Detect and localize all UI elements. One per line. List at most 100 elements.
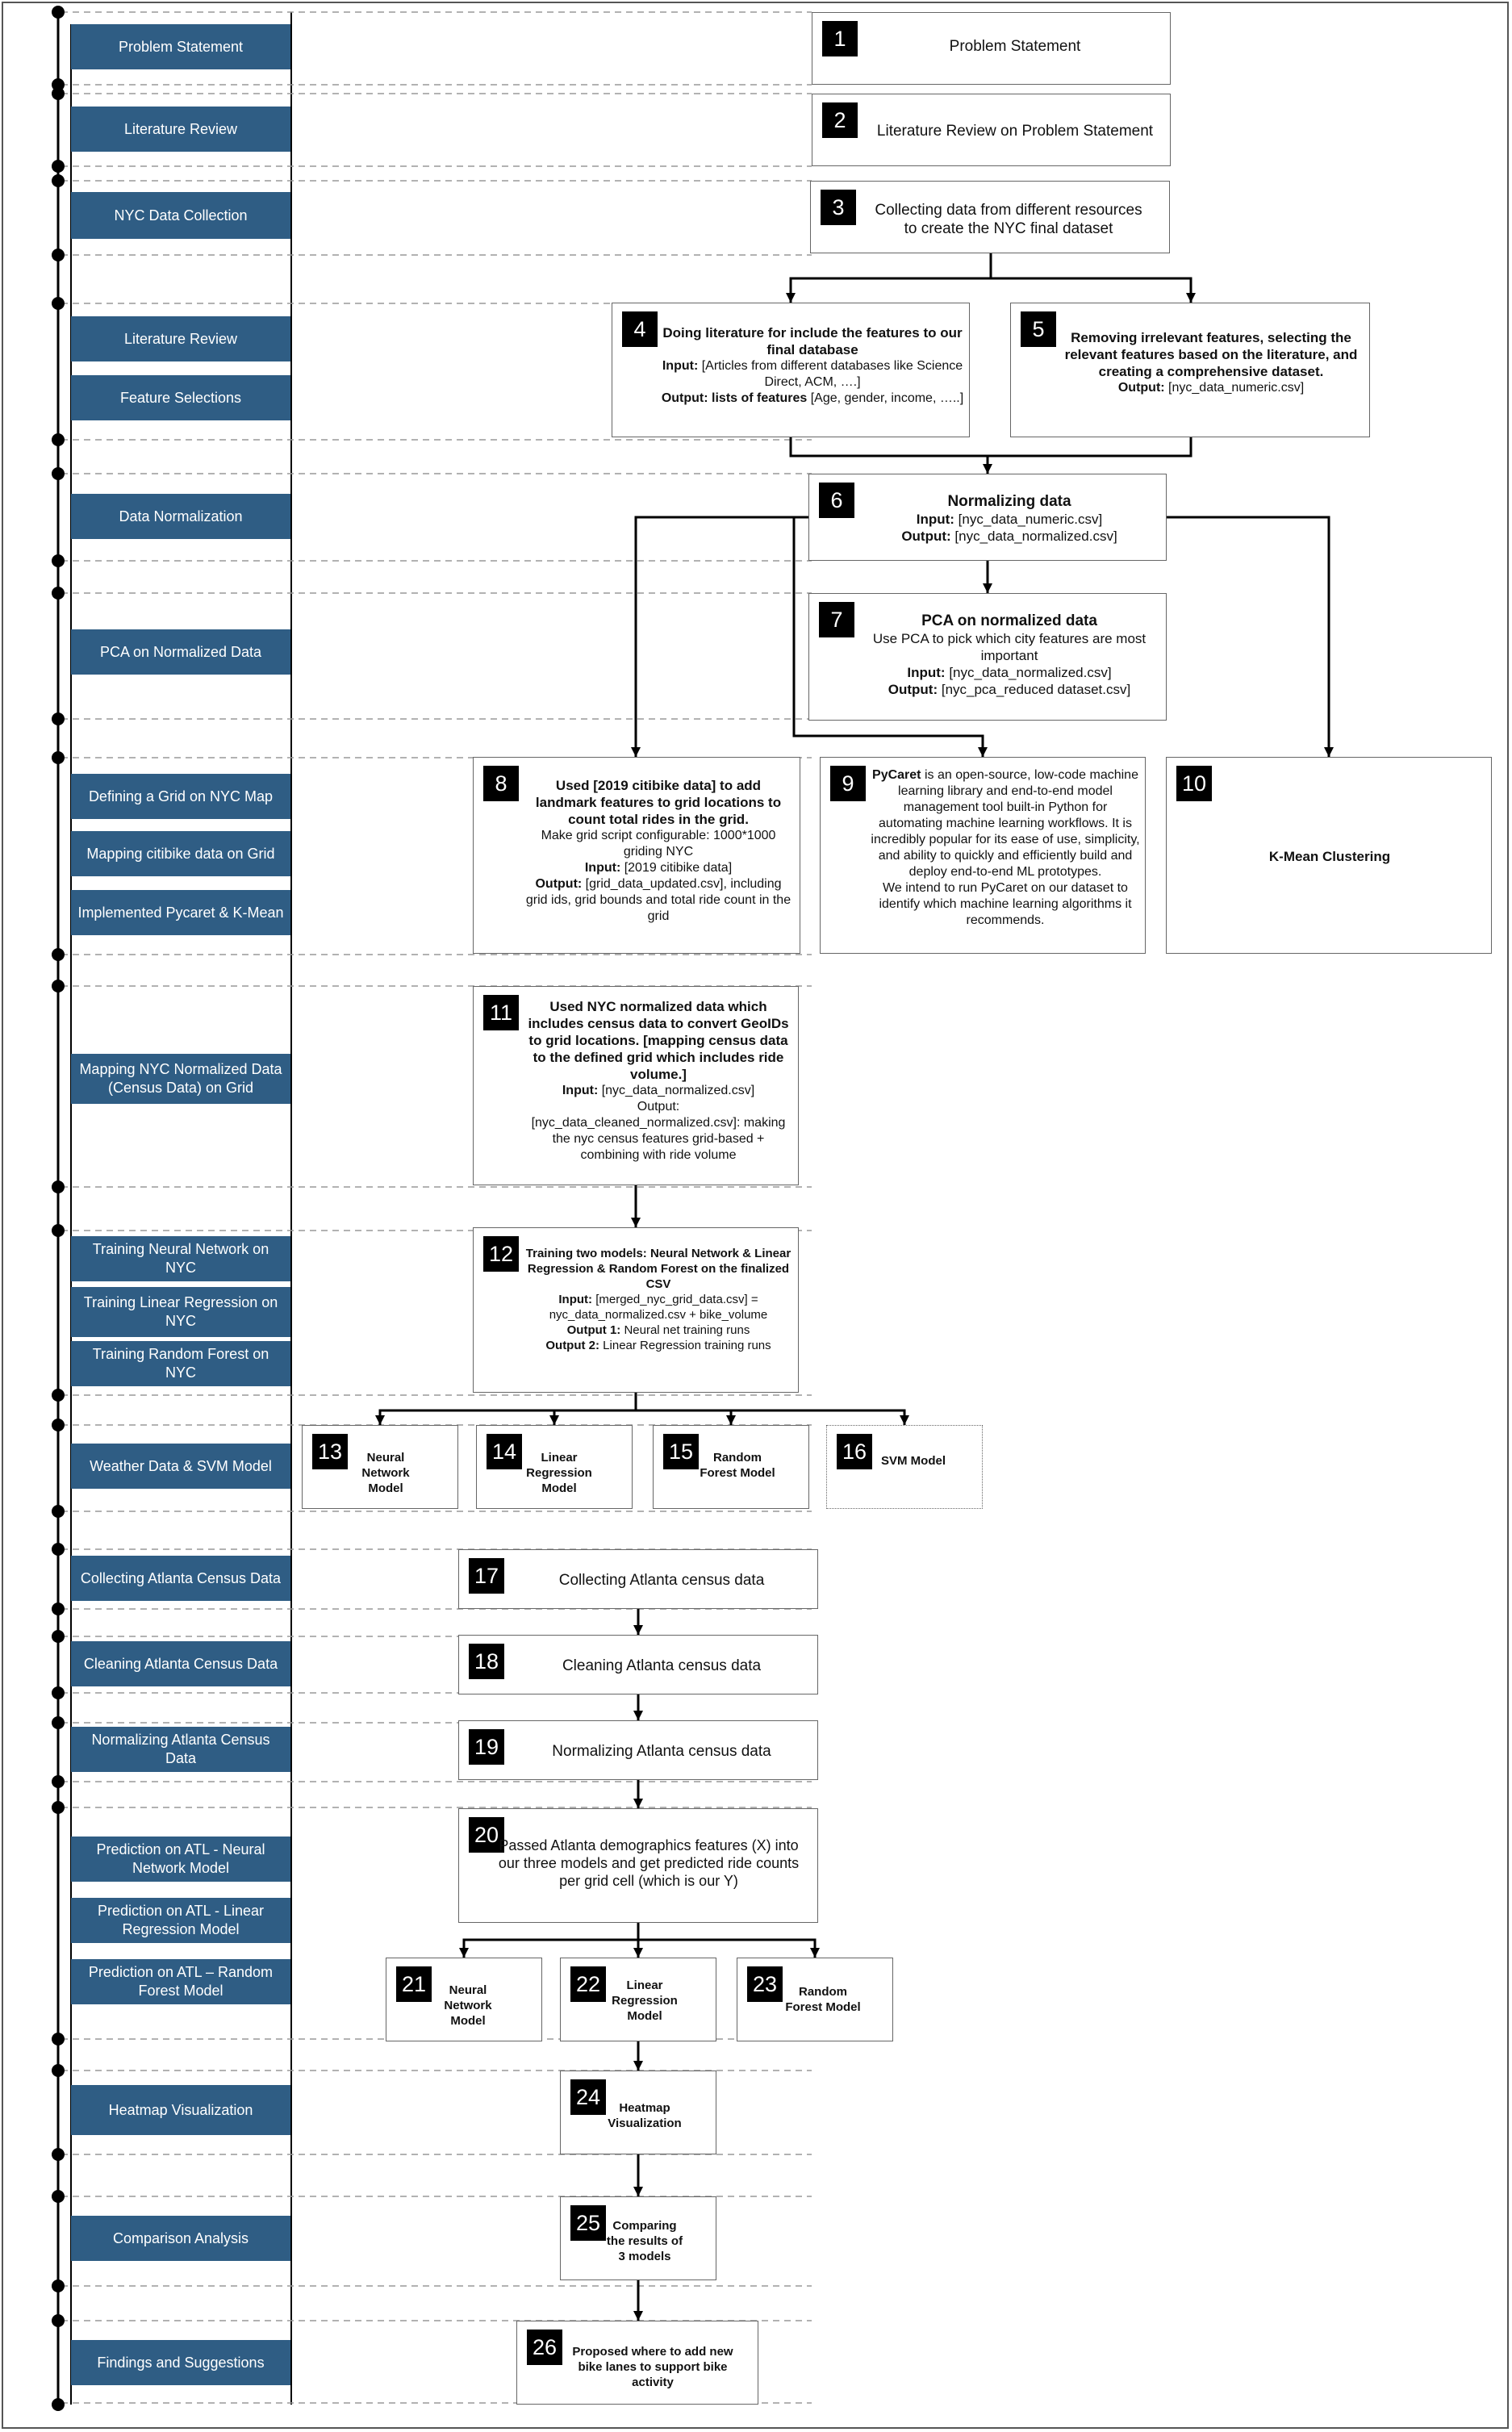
arrowhead xyxy=(459,1948,469,1958)
field-value: [2019 citibike data] xyxy=(620,861,733,875)
flow-connector xyxy=(789,253,992,303)
stage-label-grid: Defining a Grid on NYC Map xyxy=(71,774,290,819)
step-text: Literature Review on Problem Statement xyxy=(866,122,1164,140)
step-text: Passed Atlanta demographics features (X)… xyxy=(491,1837,806,1890)
step-detail-line: Use PCA to pick which city features are … xyxy=(858,630,1161,664)
step-number-badge: 7 xyxy=(819,602,854,637)
arrowhead xyxy=(786,293,796,303)
step-detail-line: Collecting Atlanta census data xyxy=(512,1571,811,1590)
stage-label-trainlr: Training Linear Regression on NYC xyxy=(71,1287,290,1337)
step-title: Neural Network Model xyxy=(444,1983,492,2028)
step-title: Removing irrelevant features, selecting … xyxy=(1064,330,1358,379)
stage-label-litreview1: Literature Review xyxy=(71,107,290,152)
step-detail-line: Output: lists of features [Age, gender, … xyxy=(661,391,964,407)
step-detail-line: [nyc_data_cleaned_normalized.csv]: makin… xyxy=(524,1115,793,1164)
step-number-badge: 21 xyxy=(396,1966,432,2002)
step-text: Used [2019 citibike data] to add landmar… xyxy=(524,777,793,925)
flow-connector xyxy=(1167,516,1330,757)
step-text: Neural Network Model xyxy=(428,1983,507,2029)
step-number-badge: 19 xyxy=(469,1729,504,1765)
arrowhead xyxy=(633,2311,643,2321)
stage-label-litreview2: Literature Review xyxy=(71,316,290,361)
timeline-dot xyxy=(52,980,65,992)
arrowhead xyxy=(633,1711,643,1720)
step-number-badge: 11 xyxy=(483,995,519,1030)
step-box-21: 21 Neural Network Model xyxy=(386,1958,542,2041)
step-number-badge: 4 xyxy=(622,311,658,347)
step-detail-line: Make grid script configurable: 1000*1000… xyxy=(524,828,793,860)
step-number-badge: 22 xyxy=(570,1966,606,2002)
step-text: Doing literature for include the feature… xyxy=(661,324,964,407)
field-label: Input: xyxy=(562,1084,599,1097)
step-text: K-Mean Clustering xyxy=(1199,848,1460,865)
arrowhead xyxy=(726,1415,736,1425)
stage-label-datanorm: Data Normalization xyxy=(71,494,290,539)
step-title: Proposed where to add new bike lanes to … xyxy=(572,2345,733,2389)
step-number-badge: 26 xyxy=(527,2330,562,2365)
arrowhead xyxy=(983,583,992,593)
step-detail-line: to create the NYC final dataset xyxy=(859,219,1158,238)
arrowhead xyxy=(978,747,988,757)
field-label: Input: xyxy=(584,861,621,875)
stage-label-trainnn: Training Neural Network on NYC xyxy=(71,1236,290,1281)
step-detail-line: Input: [merged_nyc_grid_data.csv] = nyc_… xyxy=(525,1292,792,1323)
timeline-dot xyxy=(52,587,65,600)
step-number-badge: 5 xyxy=(1021,311,1056,347)
field-label: Input: xyxy=(907,665,946,680)
arrowhead xyxy=(633,1948,643,1958)
step-number-badge: 14 xyxy=(487,1434,522,1469)
timeline-dot xyxy=(52,1603,65,1615)
step-detail-line: Output: [grid_data_updated.csv], includi… xyxy=(524,876,793,925)
field-value: Collecting data from different resources xyxy=(875,202,1142,219)
step-number-badge: 16 xyxy=(837,1434,872,1469)
step-box-26: 26 Proposed where to add new bike lanes t… xyxy=(516,2321,758,2405)
step-number-badge: 3 xyxy=(821,190,856,225)
step-title: Comparing the results of 3 models xyxy=(606,2219,683,2263)
flow-connector xyxy=(638,1938,817,1958)
step-title: Random Forest Model xyxy=(700,1451,775,1480)
step-title: PCA on normalized data xyxy=(921,612,1097,629)
step-number-badge: 1 xyxy=(822,21,858,56)
arrowhead xyxy=(810,1948,820,1958)
step-number-badge: 23 xyxy=(747,1966,783,2002)
stage-label-atlcollect: Collecting Atlanta Census Data xyxy=(71,1556,290,1601)
field-value: is an open-source, low-code machine lear… xyxy=(871,768,1140,879)
field-value: [nyc_data_numeric.csv] xyxy=(954,512,1103,527)
arrowhead xyxy=(633,1799,643,1808)
step-detail-line: Output: [nyc_data_normalized.csv] xyxy=(858,528,1161,545)
arrowhead xyxy=(633,1625,643,1635)
field-value: Linear Regression training runs xyxy=(599,1339,771,1352)
step-number-badge: 24 xyxy=(570,2079,606,2115)
arrowhead xyxy=(549,1415,559,1425)
timeline-dot xyxy=(52,467,65,480)
step-detail-line: Input: [nyc_data_normalized.csv] xyxy=(524,1083,793,1099)
stage-label-prednn: Prediction on ATL - Neural Network Model xyxy=(71,1837,290,1882)
field-label: Input: xyxy=(662,359,699,373)
timeline-dot xyxy=(52,1801,65,1814)
timeline-dot xyxy=(52,160,65,173)
timeline-dot xyxy=(52,2148,65,2161)
field-value: to create the NYC final dataset xyxy=(904,220,1113,237)
step-number-badge: 2 xyxy=(822,102,858,138)
timeline-dot xyxy=(52,2314,65,2327)
field-label: Output 1: xyxy=(566,1323,621,1337)
timeline-dot xyxy=(52,1775,65,1788)
step-text: Heatmap Visualization xyxy=(604,2100,685,2131)
timeline-dot xyxy=(52,1505,65,1518)
step-detail-line: We intend to run PyCaret on our dataset … xyxy=(871,880,1140,929)
arrowhead xyxy=(375,1415,385,1425)
step-title: Heatmap Visualization xyxy=(608,2101,682,2130)
step-text: Comparing the results of 3 models xyxy=(604,2218,685,2264)
arrowhead xyxy=(983,464,992,474)
flow-connector xyxy=(636,1409,906,1425)
step-detail-line: Collecting data from different resources xyxy=(859,201,1158,219)
